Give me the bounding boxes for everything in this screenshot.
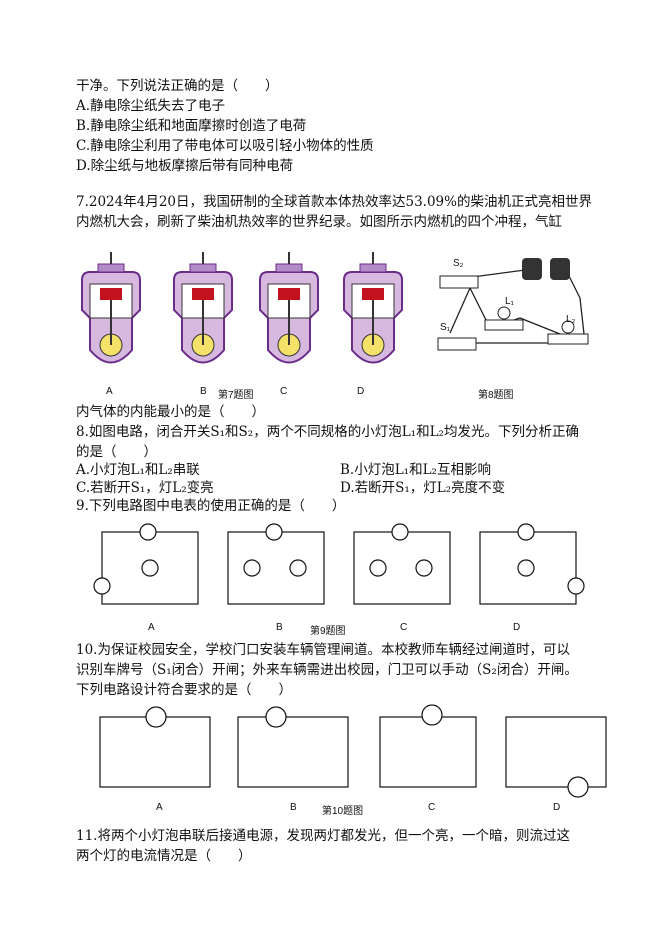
- q10-circuits-figure: [99, 704, 607, 798]
- q9-circuits-figure: [93, 523, 585, 605]
- q6-option-a: A.静电除尘纸失去了电子: [76, 98, 226, 114]
- engine-strokes-figure: [81, 252, 141, 364]
- q8-line1: 8.如图电路，闭合开关S₁和S₂，两个不同规格的小灯泡L₁和L₂均发光。下列分析…: [76, 424, 579, 440]
- q10-label-c: C: [428, 802, 436, 813]
- q9-label-b: B: [276, 622, 283, 633]
- engine-figure-c: [259, 251, 319, 364]
- q7-line2: 内燃机大会，刷新了柴油机热效率的世界纪录。如图所示内燃机的四个冲程，气缸: [76, 214, 562, 230]
- q7-label-a: A: [106, 386, 113, 397]
- q7-line1: 7.2024年4月20日，我国研制的全球首款本体热效率达53.09%的柴油机正式…: [76, 194, 592, 210]
- q11-line2: 两个灯的电流情况是（ ）: [76, 848, 252, 864]
- q8-label-l1: L₁: [505, 296, 514, 307]
- q10-caption: 第10题图: [322, 806, 364, 817]
- q9-stem: 9.下列电路图中电表的使用正确的是（ ）: [76, 498, 346, 514]
- q6-option-b: B.静电除尘纸和地面摩擦时创造了电荷: [76, 118, 307, 134]
- q6-stem-tail: 干净。下列说法正确的是（ ）: [76, 78, 279, 94]
- q8-option-a: A.小灯泡L₁和L₂串联: [76, 462, 200, 478]
- q7-caption: 第7题图: [218, 390, 254, 401]
- q8-option-d: D.若断开S₁，灯L₂亮度不变: [340, 480, 506, 496]
- q9-caption: 第9题图: [310, 626, 346, 637]
- q10-label-d: D: [553, 802, 561, 813]
- q8-label-s2: S₂: [453, 258, 464, 269]
- q10-label-b: B: [290, 802, 297, 813]
- q9-label-c: C: [400, 622, 408, 633]
- q7-label-d: D: [357, 386, 365, 397]
- q8-line2: 的是（ ）: [76, 444, 157, 460]
- q8-option-b: B.小灯泡L₁和L₂互相影响: [340, 462, 491, 478]
- q8-option-c: C.若断开S₁，灯L₂变亮: [76, 480, 214, 496]
- q7-label-c: C: [280, 386, 288, 397]
- q8-label-l2: L₂: [566, 314, 576, 325]
- q10-line3: 下列电路设计符合要求的是（ ）: [76, 682, 292, 698]
- q10-line1: 10.为保证校园安全，学校门口安装车辆管理闸道。本校教师车辆经过闸道时，可以: [76, 642, 570, 658]
- q11-line1: 11.将两个小灯泡串联后接通电源，发现两灯都发光，但一个亮，一个暗，则流过这: [76, 828, 570, 844]
- q10-line2: 识别车牌号（S₁闭合）开闸；外来车辆需进出校园，门卫可以手动（S₂闭合）开闸。: [76, 662, 578, 678]
- q10-label-a: A: [156, 802, 163, 813]
- q6-option-c: C.静电除尘利用了带电体可以吸引轻小物体的性质: [76, 138, 374, 154]
- q8-label-s1: S₁: [440, 322, 451, 333]
- q8-caption: 第8题图: [478, 390, 514, 401]
- q6-option-d: D.除尘纸与地板摩擦后带有同种电荷: [76, 158, 294, 174]
- q9-label-d: D: [513, 622, 521, 633]
- engine-figure-b: [173, 251, 233, 364]
- q7-line3: 内气体的内能最小的是（ ）: [76, 404, 265, 420]
- q9-label-a: A: [148, 622, 155, 633]
- q7-label-b: B: [200, 386, 207, 397]
- engine-figure-d: [343, 251, 403, 364]
- q8-circuit-figure: [437, 258, 589, 351]
